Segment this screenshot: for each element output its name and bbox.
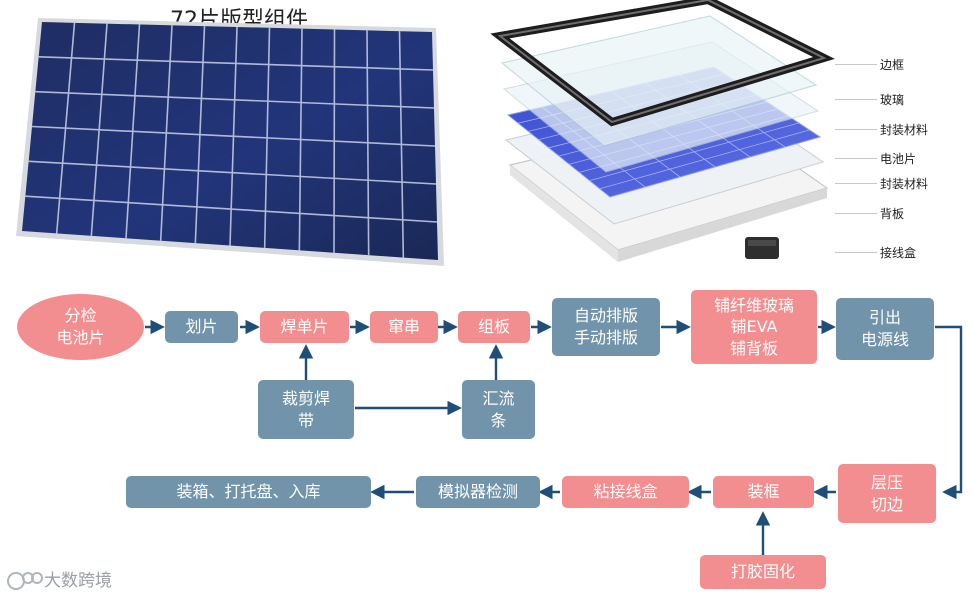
node-layout: 自动排版 手动排版 xyxy=(552,298,660,356)
leader-line xyxy=(835,64,877,65)
node-pack-store: 装箱、打托盘、入库 xyxy=(126,476,371,508)
node-lay-materials: 铺纤维玻璃 铺EVA 铺背板 xyxy=(691,290,817,364)
leader-line xyxy=(835,129,877,130)
layer-label-encapsulant-upper: 封装材料 xyxy=(880,123,929,137)
cell-gap-line xyxy=(25,195,438,223)
cell-gap-line xyxy=(38,56,434,71)
cell-gap-line xyxy=(28,160,437,185)
layer-label-frame: 边框 xyxy=(880,58,905,72)
cell-gap-line xyxy=(589,122,799,181)
leader-line xyxy=(835,252,877,253)
node-laminate: 层压 切边 xyxy=(838,464,936,523)
layer-label-encapsulant-lower: 封装材料 xyxy=(880,177,929,191)
layer-label-glass: 玻璃 xyxy=(880,93,905,107)
cell-gap-line xyxy=(35,90,435,109)
node-simulator-test: 模拟器检测 xyxy=(416,476,540,508)
node-lead-out: 引出 电源线 xyxy=(836,298,934,360)
node-assemble: 组板 xyxy=(458,311,530,343)
arrow xyxy=(935,325,963,500)
layer-label-backsheet: 背板 xyxy=(880,207,905,221)
node-frame: 装框 xyxy=(713,476,814,508)
glass-layer xyxy=(500,15,818,147)
leader-line xyxy=(835,99,877,100)
node-scribe: 划片 xyxy=(165,311,238,343)
layer-label-junction-box: 接线盒 xyxy=(880,246,917,260)
node-single-weld: 焊单片 xyxy=(260,311,349,343)
node-sort-cells: 分检 电池片 xyxy=(17,294,144,360)
solar-panel-photo xyxy=(16,18,444,266)
watermark-logo-icon xyxy=(7,572,43,590)
cell-gap-line xyxy=(31,125,436,147)
cell-gap-line xyxy=(599,129,810,190)
watermark-text: 大数跨境 xyxy=(44,571,112,591)
node-glue-cure: 打胶固化 xyxy=(700,555,826,589)
node-junction-box: 粘接线盒 xyxy=(562,476,689,508)
module-layers-diagram xyxy=(490,0,835,262)
leader-line xyxy=(835,158,877,159)
layer-label-cells: 电池片 xyxy=(880,152,917,166)
leader-line xyxy=(835,183,877,184)
node-cut-ribbon: 裁剪焊 带 xyxy=(258,380,354,439)
node-string-weld: 窜串 xyxy=(370,311,438,343)
node-busbar: 汇流 条 xyxy=(462,380,535,439)
leader-line xyxy=(835,213,877,214)
